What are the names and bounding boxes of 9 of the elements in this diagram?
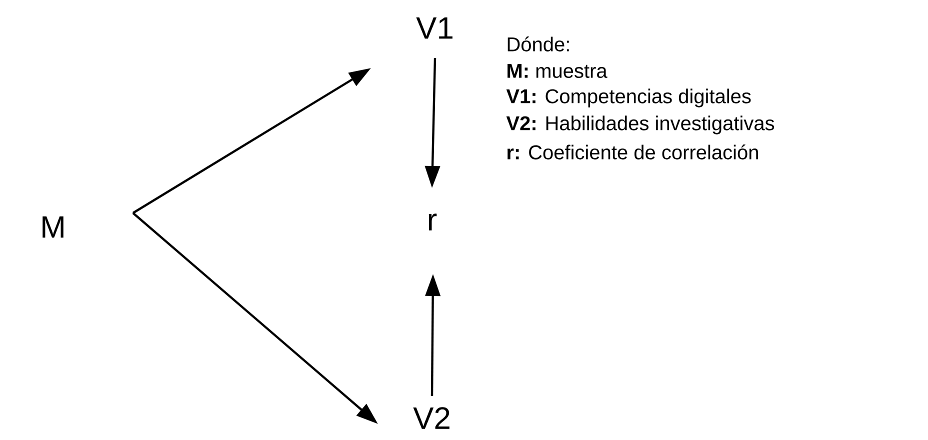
variable-label: M [42,216,64,238]
variable-label: r [428,214,437,230]
legend-text: Dónde: [508,36,569,52]
legend-text: r: Coeficiente de correlación [508,144,758,160]
variable-label: V1 [416,17,452,39]
legend-text: V2: Habilidades investigativas [506,116,774,134]
legend-text: V1: Competencias digitales [506,88,751,108]
legend-text: M: muestra [508,64,608,78]
variable-label: V2 [413,407,450,429]
